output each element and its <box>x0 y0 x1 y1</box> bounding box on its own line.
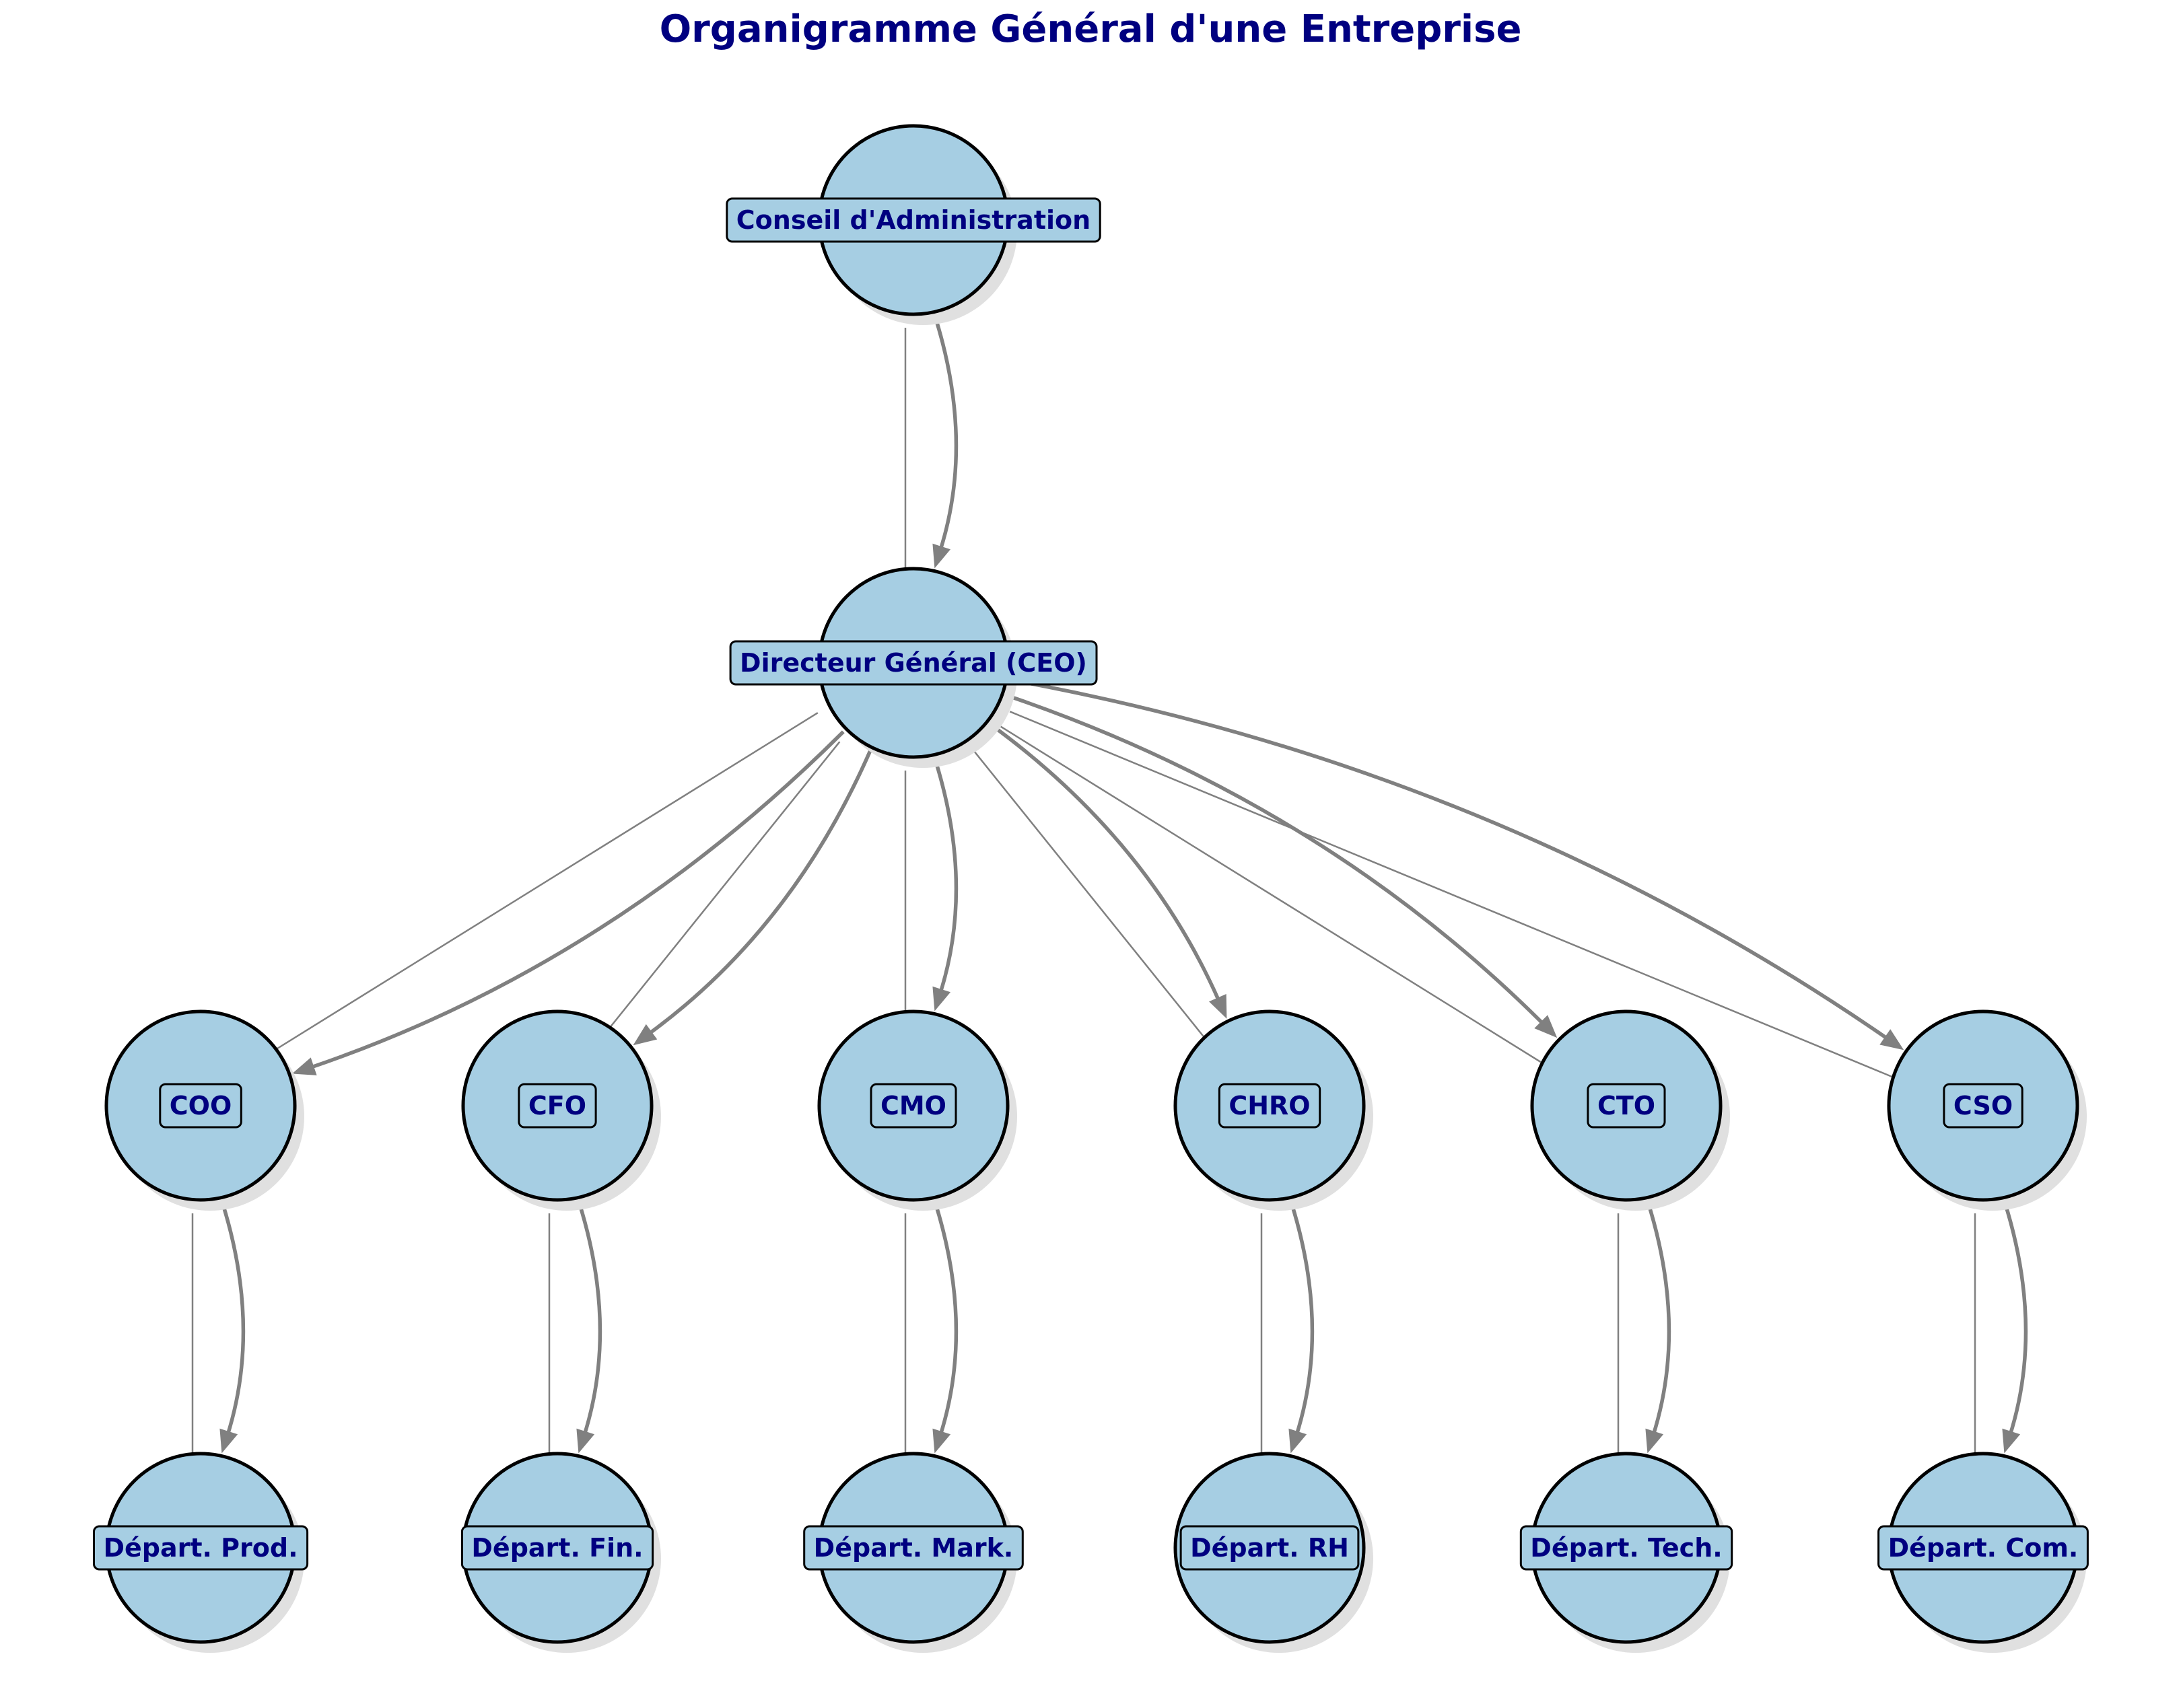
edge-line <box>973 751 1207 1040</box>
edge-cfo-dept-fin <box>548 1201 602 1456</box>
edge-ceo-chro <box>973 722 1227 1040</box>
node-dept-mark: Départ. Mark. <box>803 1452 1024 1653</box>
node-board: Conseil d'Administration <box>726 124 1101 325</box>
node-cmo: CMO <box>817 1009 1017 1211</box>
node-label: Conseil d'Administration <box>736 205 1090 235</box>
node-label: CTO <box>1597 1091 1655 1120</box>
node-label: CHRO <box>1228 1091 1310 1120</box>
edge-cmo-dept-mark <box>904 1201 959 1456</box>
edge-arrowhead <box>1534 1015 1558 1038</box>
node-label-box <box>870 1083 957 1129</box>
edge-curve <box>577 1201 602 1437</box>
edge-line <box>607 741 841 1030</box>
edge-chro-dept-rh <box>1260 1201 1315 1456</box>
edge-cso-dept-com <box>1974 1201 2028 1456</box>
edge-ceo-cfo <box>607 741 872 1046</box>
node-label-box <box>1877 1525 2089 1571</box>
node-label-box <box>1943 1083 2023 1129</box>
node-label: CMO <box>880 1091 946 1120</box>
edge-arrowhead <box>932 1428 951 1454</box>
edge-arrowhead <box>1209 994 1227 1019</box>
node-label: COO <box>170 1091 232 1120</box>
node-cso: CSO <box>1887 1009 2087 1211</box>
node-label-box <box>1179 1525 1360 1571</box>
edge-curve <box>933 758 959 995</box>
edge-curve <box>989 722 1222 1003</box>
edge-curve <box>2003 1201 2028 1437</box>
node-label-box <box>460 1525 654 1571</box>
edge-arrowhead <box>219 1428 238 1454</box>
edge-ceo-cmo <box>904 758 959 1014</box>
edge-arrowhead <box>1645 1428 1664 1454</box>
node-label-box <box>726 197 1101 243</box>
edge-arrowhead <box>576 1428 595 1454</box>
node-label-box <box>803 1525 1024 1571</box>
edge-line <box>1009 711 1896 1079</box>
edge-arrowhead <box>932 986 950 1011</box>
node-dept-prod: Départ. Prod. <box>93 1452 309 1653</box>
edge-arrowhead <box>291 1057 317 1075</box>
edge-arrowhead <box>2002 1428 2021 1454</box>
node-label-box <box>518 1083 597 1129</box>
edge-curve <box>933 315 959 552</box>
edge-curve <box>1646 1201 1671 1437</box>
edge-coo-dept-prod <box>191 1201 246 1456</box>
node-dept-rh: Départ. RH <box>1173 1452 1373 1653</box>
edge-ceo-coo <box>273 712 845 1075</box>
edge-line <box>273 712 819 1052</box>
node-dept-tech: Départ. Tech. <box>1519 1452 1733 1653</box>
edge-line <box>1000 725 1545 1065</box>
edge-curve <box>1289 1201 1315 1437</box>
edge-arrowhead <box>1288 1428 1307 1454</box>
node-label: Départ. Tech. <box>1530 1533 1722 1563</box>
node-label-box <box>729 640 1098 686</box>
edge-curve <box>220 1201 246 1437</box>
node-label-box <box>93 1525 309 1571</box>
node-label: Directeur Général (CEO) <box>740 648 1087 678</box>
node-label-box <box>1587 1083 1666 1129</box>
node-label-box <box>1218 1083 1321 1129</box>
chart-title: Organigramme Général d'une Entreprise <box>660 7 1522 51</box>
edge-curve <box>646 750 872 1036</box>
edge-board-ceo <box>904 315 959 571</box>
node-label-box <box>1519 1525 1733 1571</box>
node-dept-com: Départ. Com. <box>1877 1452 2089 1653</box>
node-cto: CTO <box>1530 1009 1730 1211</box>
node-label-box <box>159 1083 242 1129</box>
edge-arrowhead <box>932 543 950 569</box>
edge-cto-dept-tech <box>1617 1201 1671 1456</box>
node-dept-fin: Départ. Fin. <box>460 1452 661 1653</box>
edge-ceo-cso <box>1009 678 1904 1079</box>
edges-layer <box>191 315 2028 1456</box>
node-label: CSO <box>1953 1091 2013 1120</box>
node-label: Départ. RH <box>1190 1533 1349 1563</box>
edge-ceo-cto <box>1000 693 1558 1065</box>
edge-arrowhead <box>633 1024 658 1046</box>
node-label: CFO <box>528 1091 586 1120</box>
edge-arrowhead <box>1879 1029 1904 1051</box>
node-cfo: CFO <box>461 1009 661 1211</box>
edge-curve <box>308 730 845 1070</box>
node-chro: CHRO <box>1173 1009 1373 1211</box>
node-label: Départ. Mark. <box>814 1533 1014 1563</box>
node-coo: COO <box>104 1009 304 1211</box>
node-label: Départ. Prod. <box>103 1533 298 1563</box>
node-label: Départ. Fin. <box>471 1533 643 1563</box>
node-ceo: Directeur Général (CEO) <box>729 567 1098 768</box>
node-label: Départ. Com. <box>1888 1533 2079 1563</box>
edge-curve <box>1010 678 1890 1041</box>
edge-curve <box>933 1201 959 1437</box>
